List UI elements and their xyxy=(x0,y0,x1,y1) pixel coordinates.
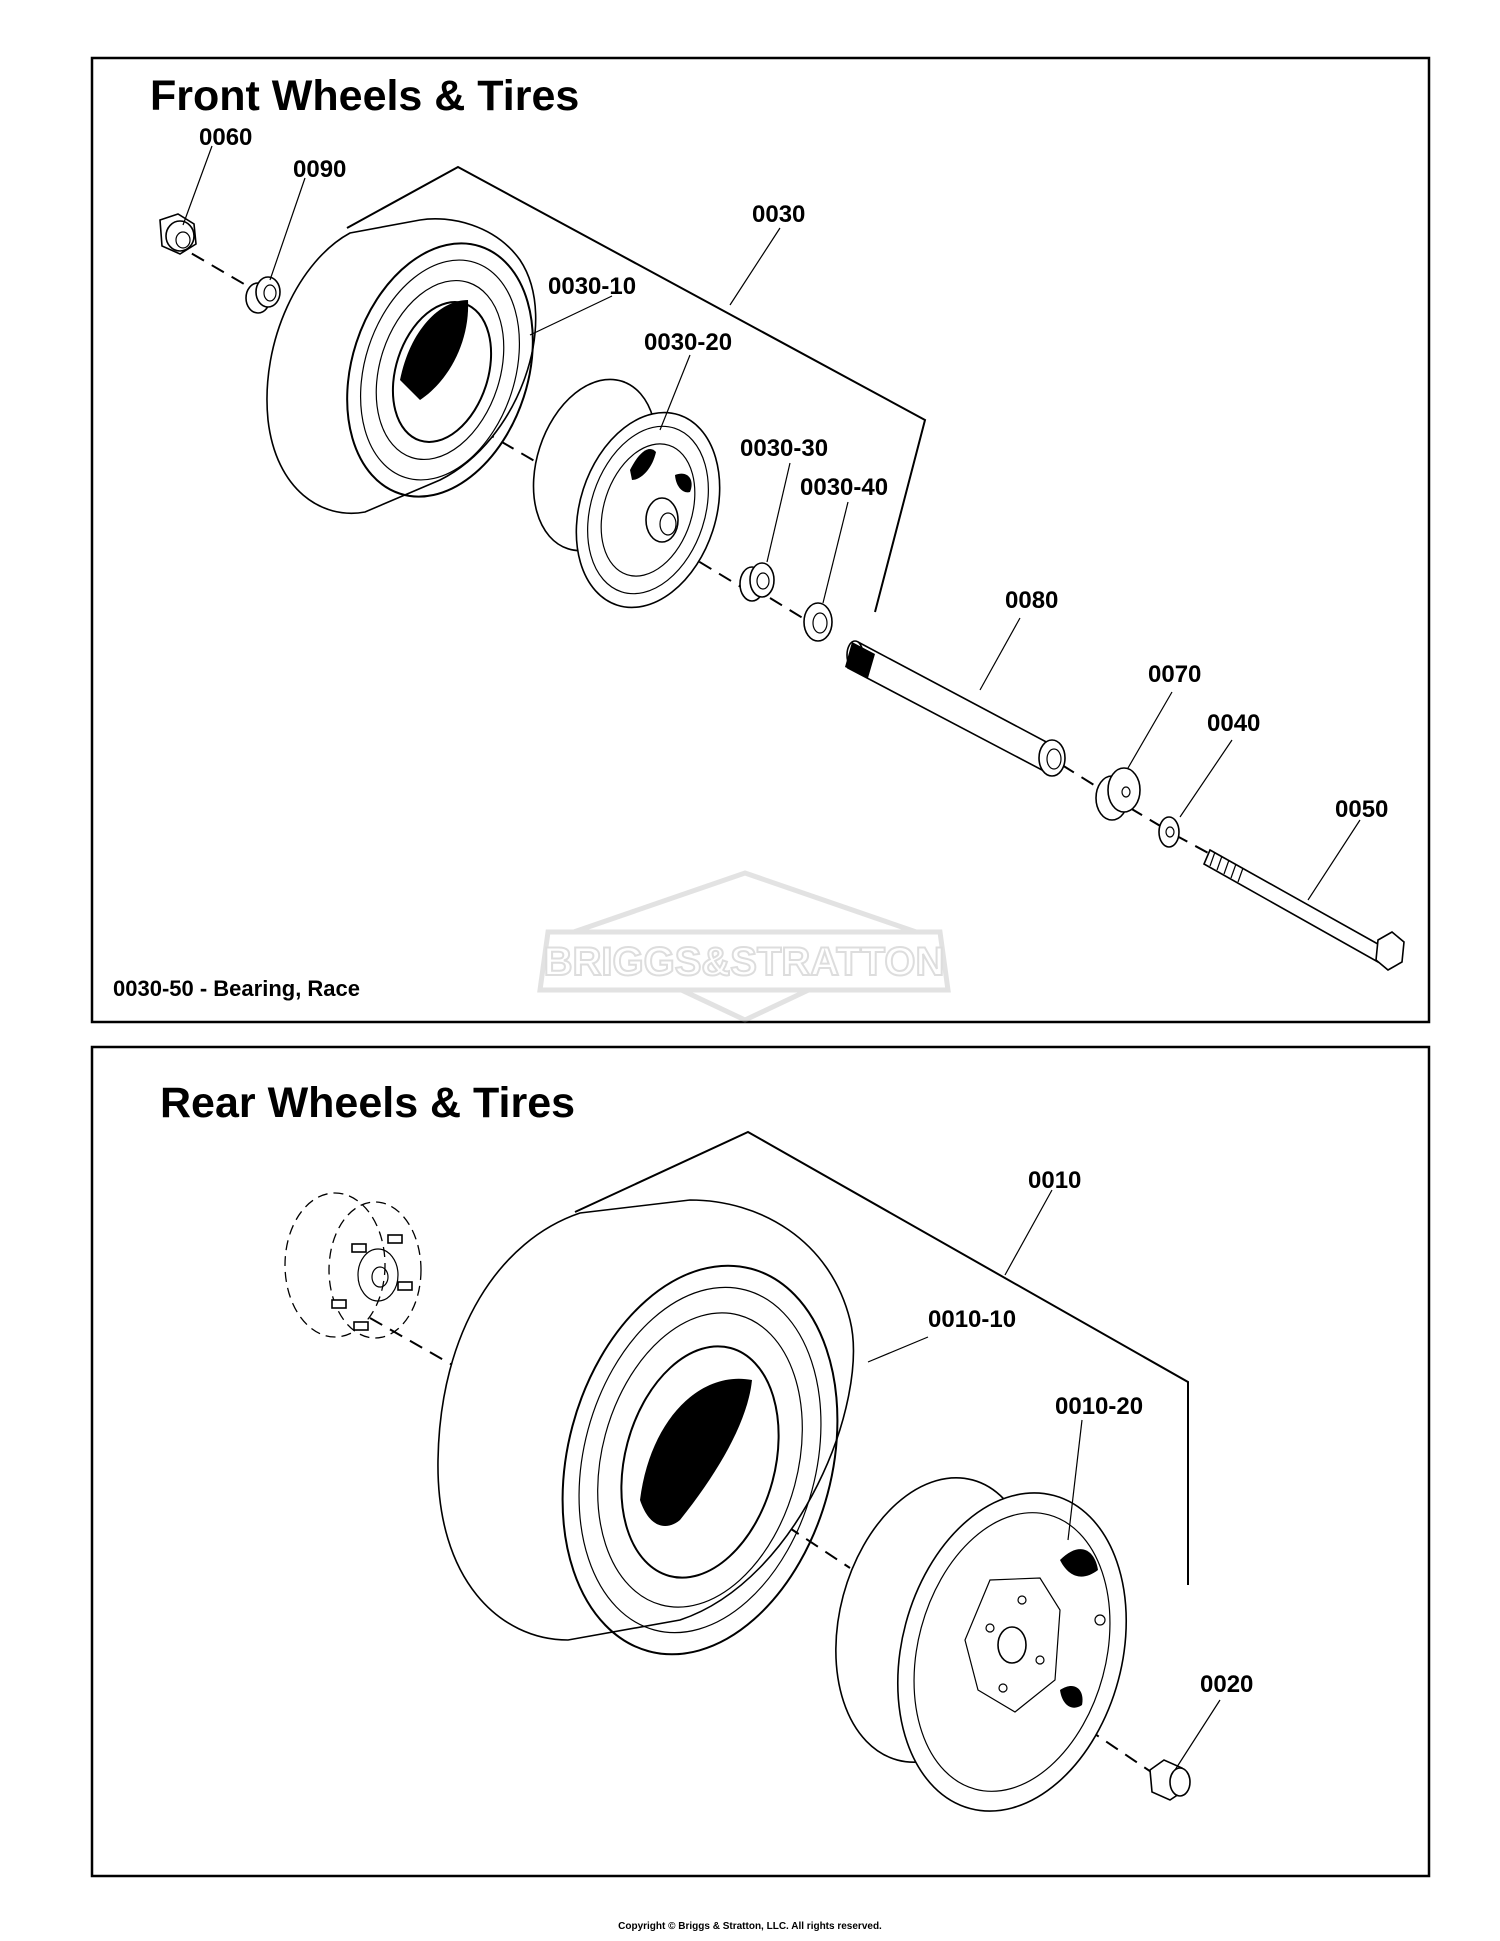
part-0040-washer xyxy=(1158,816,1180,848)
callout-0030-40: 0030-40 xyxy=(800,474,888,501)
assembly-bracket-0010 xyxy=(574,1130,1189,1585)
axis-line xyxy=(769,597,807,621)
part-0010-10-tire xyxy=(437,1199,855,1656)
part-0070-spacer xyxy=(1095,767,1141,821)
leader-0040 xyxy=(1179,739,1233,818)
part-0050-bolt xyxy=(1202,848,1405,971)
callout-0090: 0090 xyxy=(293,156,346,183)
rear-panel: Rear Wheels & Tires xyxy=(90,1045,1431,1878)
callout-0030-30: 0030-30 xyxy=(740,435,828,462)
leader-0070 xyxy=(1127,691,1173,769)
callout-0020: 0020 xyxy=(1200,1671,1253,1698)
rear-panel-title: Rear Wheels & Tires xyxy=(160,1079,575,1127)
leader-0010 xyxy=(1004,1189,1053,1276)
leader-0030-10 xyxy=(529,295,613,336)
callout-0040: 0040 xyxy=(1207,710,1260,737)
callout-0070: 0070 xyxy=(1148,661,1201,688)
callout-0030-10: 0030-10 xyxy=(548,273,636,300)
part-0060-nut xyxy=(159,213,197,255)
callout-0030-20: 0030-20 xyxy=(644,329,732,356)
front-panel-title: Front Wheels & Tires xyxy=(150,72,579,120)
leader-0050 xyxy=(1307,819,1361,901)
leader-0010-20 xyxy=(1067,1419,1083,1541)
hub-phantom xyxy=(284,1192,422,1339)
axis-line xyxy=(659,537,747,591)
callout-0010-20: 0010-20 xyxy=(1055,1393,1143,1420)
leader-0030-40 xyxy=(822,501,849,604)
part-0030-20-rim xyxy=(532,378,721,609)
part-0030-10-tire xyxy=(266,218,537,514)
leader-0080 xyxy=(979,617,1021,691)
part-0080-axle-tube xyxy=(845,640,1066,777)
front-panel-frame xyxy=(90,56,1431,1024)
callout-0050: 0050 xyxy=(1335,796,1388,823)
leader-0060 xyxy=(182,145,213,226)
part-0030-30-bearing xyxy=(739,562,775,602)
part-0030-40-race xyxy=(803,602,833,642)
front-note: 0030-50 - Bearing, Race xyxy=(113,976,360,1001)
watermark-text: BRIGGS&STRATTON xyxy=(544,940,945,984)
copyright-notice: Copyright © Briggs & Stratton, LLC. All … xyxy=(618,1921,882,1932)
callout-0010-10: 0010-10 xyxy=(928,1306,1016,1333)
callout-0060: 0060 xyxy=(199,124,252,151)
axis-line xyxy=(1129,807,1163,828)
axis-line xyxy=(1174,834,1213,856)
front-panel: Front Wheels & Tires BRIGGS&STRATTON xyxy=(90,56,1431,1024)
leader-0030-20 xyxy=(659,354,691,431)
part-0010-20-rim xyxy=(835,1476,1128,1812)
part-0020-lug-nut xyxy=(1149,1759,1191,1801)
leader-0090 xyxy=(269,177,306,281)
callout-0080: 0080 xyxy=(1005,587,1058,614)
leader-0030 xyxy=(729,227,781,306)
leader-0020 xyxy=(1174,1699,1221,1771)
part-0090-spacer xyxy=(245,276,281,314)
leader-0010-10 xyxy=(867,1336,929,1363)
brand-watermark: BRIGGS&STRATTON xyxy=(537,870,951,1023)
rear-panel-frame xyxy=(90,1045,1431,1878)
callout-0030: 0030 xyxy=(752,201,805,228)
leader-0030-30 xyxy=(766,462,791,563)
assembly-bracket-0030 xyxy=(346,165,927,613)
callout-0010: 0010 xyxy=(1028,1167,1081,1194)
